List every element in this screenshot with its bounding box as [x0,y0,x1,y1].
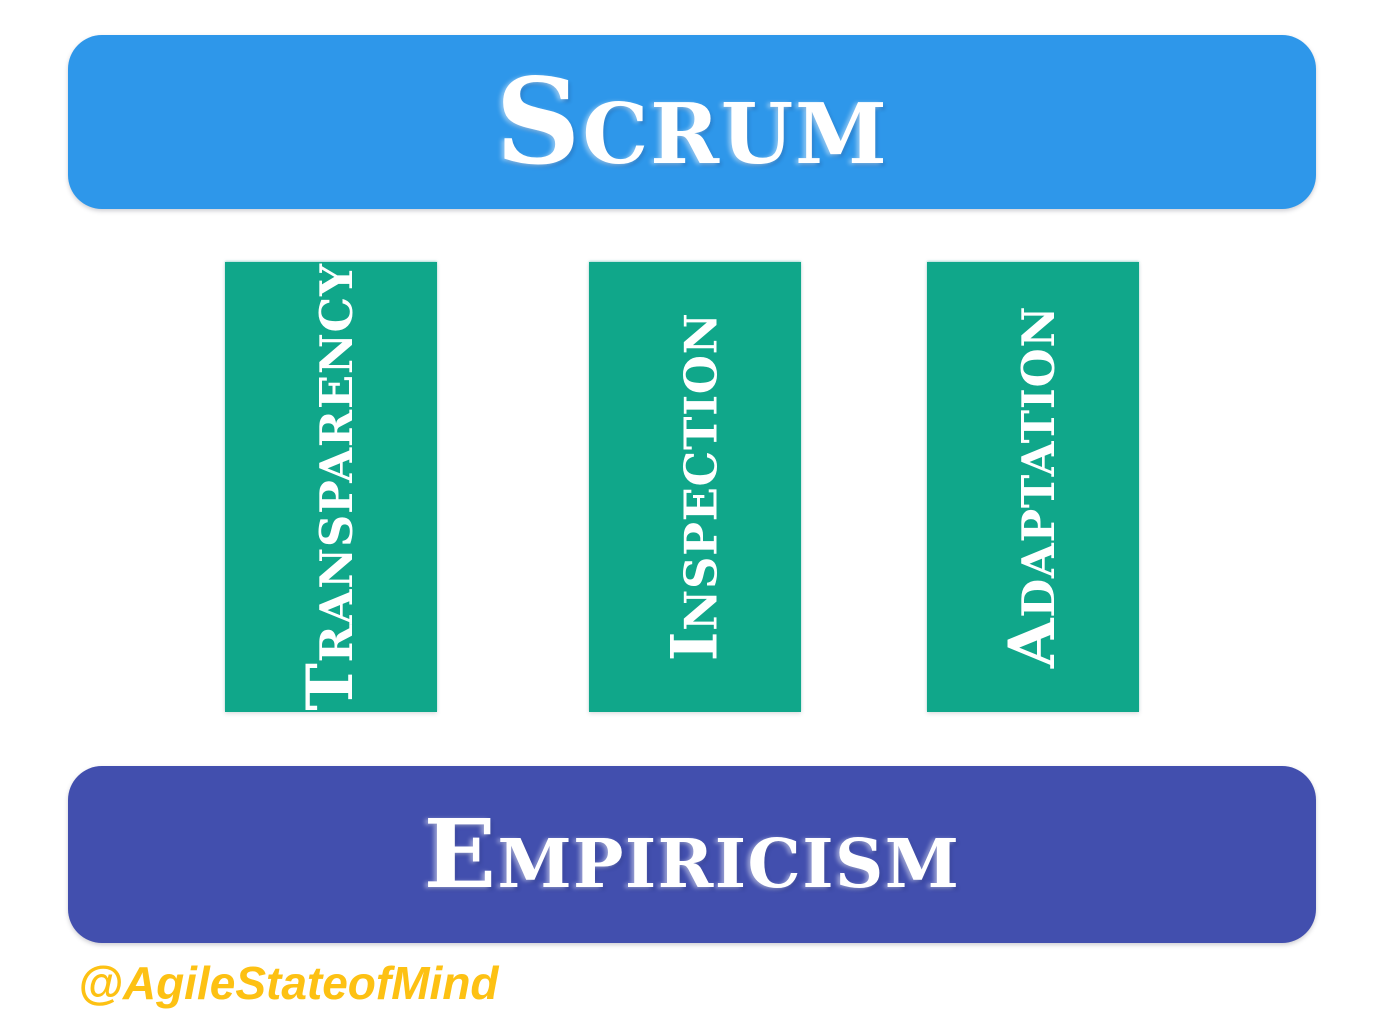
empiricism-title: Empiricism [423,799,961,910]
pillar-adaptation: Adaptation [927,262,1139,712]
scrum-banner: Scrum [68,35,1316,209]
pillar-transparency: Transparency [225,262,437,712]
pillar-inspection: Inspection [589,262,801,712]
pillar-adaptation-label: Adaptation [995,305,1070,669]
pillar-inspection-label: Inspection [657,312,733,662]
empiricism-banner: Empiricism [68,766,1316,943]
pillar-transparency-label: Transparency [293,263,368,711]
watermark-handle: @AgileStateofMind [78,957,499,1009]
scrum-title: Scrum [495,52,889,191]
pillars-group: Transparency Inspection Adaptation [0,262,1400,712]
